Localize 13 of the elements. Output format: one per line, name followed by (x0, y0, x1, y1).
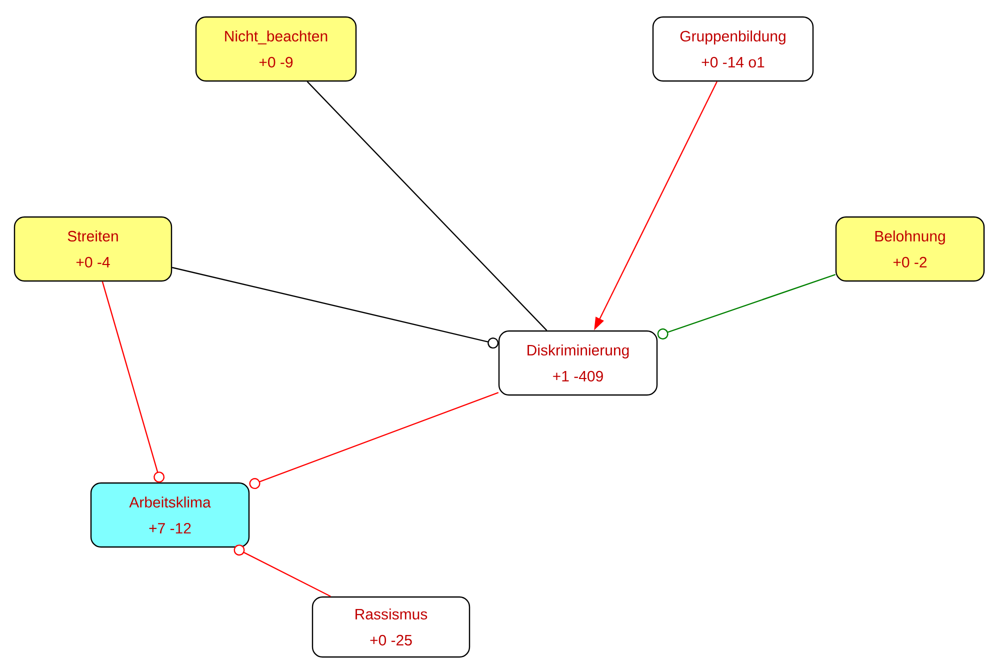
connector-line (249, 392, 499, 490)
connector-line (102, 281, 165, 483)
node-box: Rassismus +0 -25 (312, 596, 470, 658)
node-box: Belohnung +0 -2 (835, 216, 985, 282)
node-box: Streiten +0 -4 (14, 216, 172, 282)
node-box: Arbeitsklima +7 -12 (90, 482, 250, 548)
node-box: Gruppenbildung +0 -14 o1 (652, 16, 814, 82)
connector-line (306, 81, 548, 331)
connector-line (172, 266, 499, 349)
node-box: Diskriminierung +1 -409 (498, 330, 658, 396)
connector-line (234, 544, 331, 597)
node-box: Nicht_beachten +0 -9 (195, 16, 357, 82)
connector-line (657, 274, 836, 340)
